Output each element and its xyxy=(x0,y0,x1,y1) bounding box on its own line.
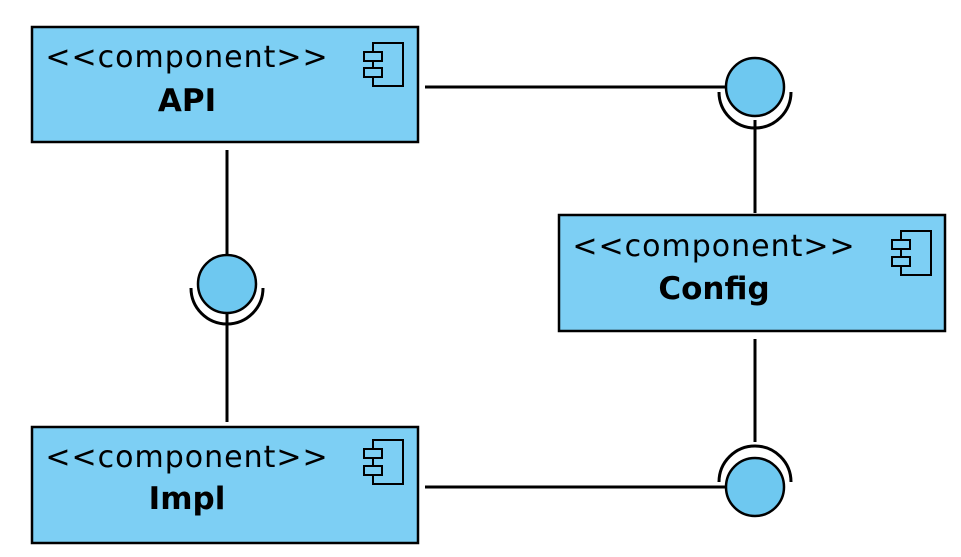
provided-interface-ball[interactable] xyxy=(724,56,786,118)
component-name: Config xyxy=(658,271,769,307)
component-icon xyxy=(363,439,404,485)
component-config[interactable]: <<component>> Config xyxy=(557,213,947,333)
component-name: API xyxy=(158,83,216,119)
component-box xyxy=(30,425,420,545)
required-interface-socket xyxy=(717,444,793,483)
connector-api-config[interactable] xyxy=(425,56,793,213)
component-stereotype: <<component>> xyxy=(45,40,328,75)
component-icon xyxy=(891,230,932,276)
component-box xyxy=(557,213,947,333)
component-icon xyxy=(363,42,404,87)
component-impl[interactable]: <<component>> Impl xyxy=(30,425,420,545)
connector-config-impl[interactable] xyxy=(425,339,793,518)
required-interface-socket xyxy=(717,91,793,130)
provided-interface-ball[interactable] xyxy=(196,253,258,315)
component-name: Impl xyxy=(149,481,226,517)
required-interface-socket xyxy=(189,287,265,326)
component-stereotype: <<component>> xyxy=(45,440,328,475)
component-stereotype: <<component>> xyxy=(572,229,855,264)
component-api[interactable]: <<component>> API xyxy=(30,25,420,144)
connector-api-impl[interactable] xyxy=(189,150,265,422)
provided-interface-ball[interactable] xyxy=(724,456,786,518)
component-box xyxy=(30,25,420,144)
